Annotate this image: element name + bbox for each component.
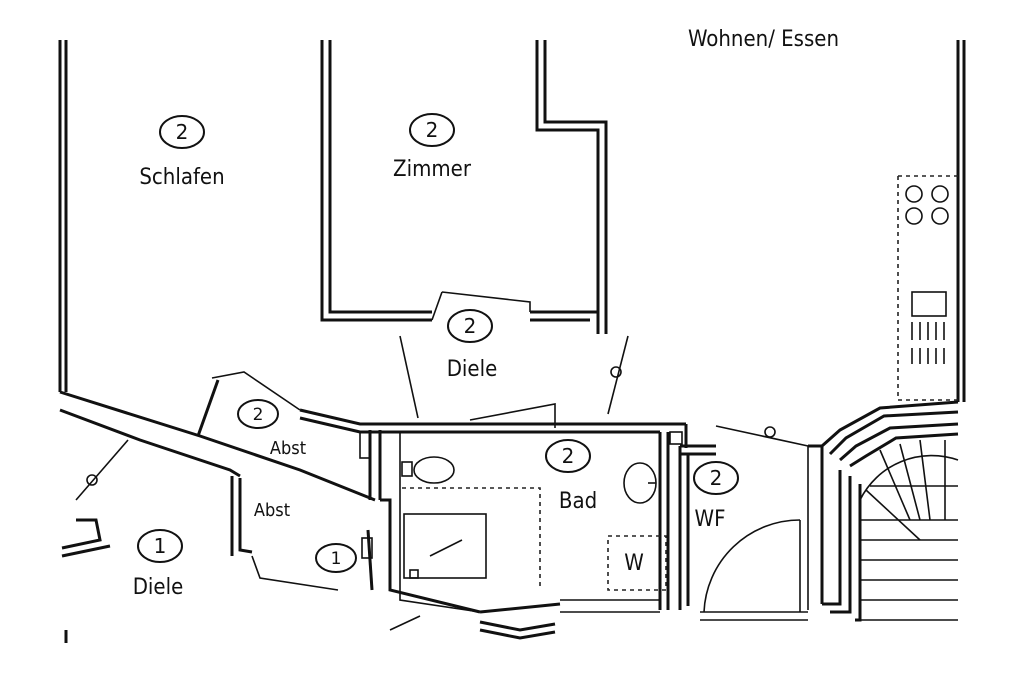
room-level-diele-lower: 1	[154, 534, 167, 558]
room-zimmer: 2 Zimmer	[393, 113, 472, 182]
room-name-wohnen: Wohnen/ Essen	[688, 27, 839, 52]
washer-label: W	[624, 551, 644, 576]
room-abst-lower: Abst 1	[254, 500, 357, 573]
staircase	[821, 400, 959, 622]
toilet-tank	[401, 461, 413, 477]
room-wohnen: Wohnen/ Essen	[688, 27, 839, 52]
room-name-abst-lower: Abst	[254, 500, 290, 521]
room-abst-upper: 2 Abst	[237, 399, 306, 459]
kitchen	[897, 175, 958, 401]
door-marker	[610, 366, 622, 378]
room-name-zimmer: Zimmer	[393, 157, 472, 182]
room-name-schlafen: Schlafen	[139, 165, 224, 190]
wall-marker	[669, 431, 683, 445]
room-diele-upper: 2 Diele	[447, 309, 498, 382]
room-name-diele-upper: Diele	[447, 357, 498, 382]
zimmer-walls	[320, 40, 608, 334]
outer-walls	[58, 40, 966, 502]
room-level-abst-upper: 2	[253, 405, 264, 425]
room-level-wf: 2	[710, 466, 723, 490]
room-level-zimmer: 2	[426, 118, 439, 142]
room-level-bad: 2	[562, 444, 575, 468]
bad-walls	[380, 422, 688, 614]
room-diele-lower: 1 Diele	[133, 529, 184, 600]
room-name-wf: WF	[695, 507, 726, 532]
washer-label-group: W	[624, 551, 644, 576]
room-bad: 2 Bad	[545, 439, 597, 514]
room-name-diele-lower: Diele	[133, 575, 184, 600]
room-name-abst-upper: Abst	[270, 438, 306, 459]
bad-fixtures	[401, 456, 667, 591]
wf-walls	[678, 425, 824, 621]
abst-upper-walls	[196, 371, 440, 500]
room-schlafen: 2 Schlafen	[139, 115, 225, 190]
lower-rooms	[61, 439, 556, 643]
room-level-diele-upper: 2	[464, 314, 477, 338]
room-wf: 2 WF	[693, 461, 739, 532]
toilet-bowl	[413, 456, 455, 484]
diele-upper-walls	[399, 291, 629, 428]
room-name-bad: Bad	[559, 489, 597, 514]
shower	[403, 513, 487, 579]
room-level-abst-lower: 1	[331, 549, 342, 569]
room-level-schlafen: 2	[176, 120, 189, 144]
